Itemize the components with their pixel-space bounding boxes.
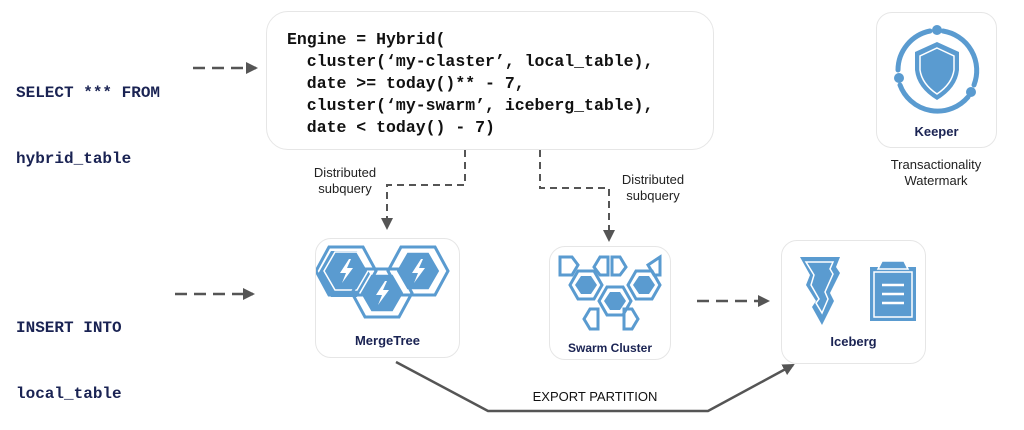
mergetree-node: MergeTree — [315, 238, 460, 358]
label-line: subquery — [626, 188, 680, 203]
arrow-engine-to-mergetree — [381, 150, 466, 230]
arrow-export-partition — [395, 360, 795, 413]
shield-icon — [894, 25, 980, 114]
swarm-label: Swarm Cluster — [567, 341, 653, 355]
keeper-caption: Transactionality Watermark — [866, 157, 1006, 189]
keeper-label: Keeper — [914, 124, 959, 139]
engine-code-card: Engine = Hybrid( cluster(‘my-claster’, l… — [266, 11, 714, 150]
swarm-node: Swarm Cluster — [549, 246, 671, 360]
label-line: Distributed — [621, 172, 685, 187]
subquery-left-label: Distributed subquery — [300, 165, 390, 197]
subquery-right-label: Distributed subquery — [608, 172, 698, 204]
insert-query: INSERT INTO local_table — [16, 273, 122, 427]
iceberg-label: Iceberg — [830, 334, 877, 349]
lightning-hexagons-icon — [316, 245, 450, 319]
mergetree-label: MergeTree — [354, 333, 421, 348]
hexagon-cluster-icon — [558, 254, 662, 331]
export-partition-label: EXPORT PARTITION — [532, 389, 658, 404]
select-query: SELECT *** FROM hybrid_table — [16, 38, 160, 192]
select-line-2: hybrid_table — [16, 150, 132, 168]
insert-line-1: INSERT INTO — [16, 319, 122, 337]
select-line-1: SELECT *** FROM — [16, 84, 161, 102]
label-line: subquery — [318, 181, 372, 196]
caption-line-1: Transactionality — [890, 157, 982, 172]
keeper-node: Keeper — [876, 12, 997, 148]
iceberg-clipboard-icon — [800, 257, 916, 325]
label-line: Distributed — [313, 165, 377, 180]
iceberg-node: Iceberg — [781, 240, 926, 364]
insert-line-2: local_table — [16, 385, 122, 403]
arrow-engine-to-swarm — [539, 150, 615, 242]
engine-code: Engine = Hybrid( cluster(‘my-claster’, l… — [287, 30, 654, 137]
caption-line-2: Watermark — [904, 173, 968, 188]
